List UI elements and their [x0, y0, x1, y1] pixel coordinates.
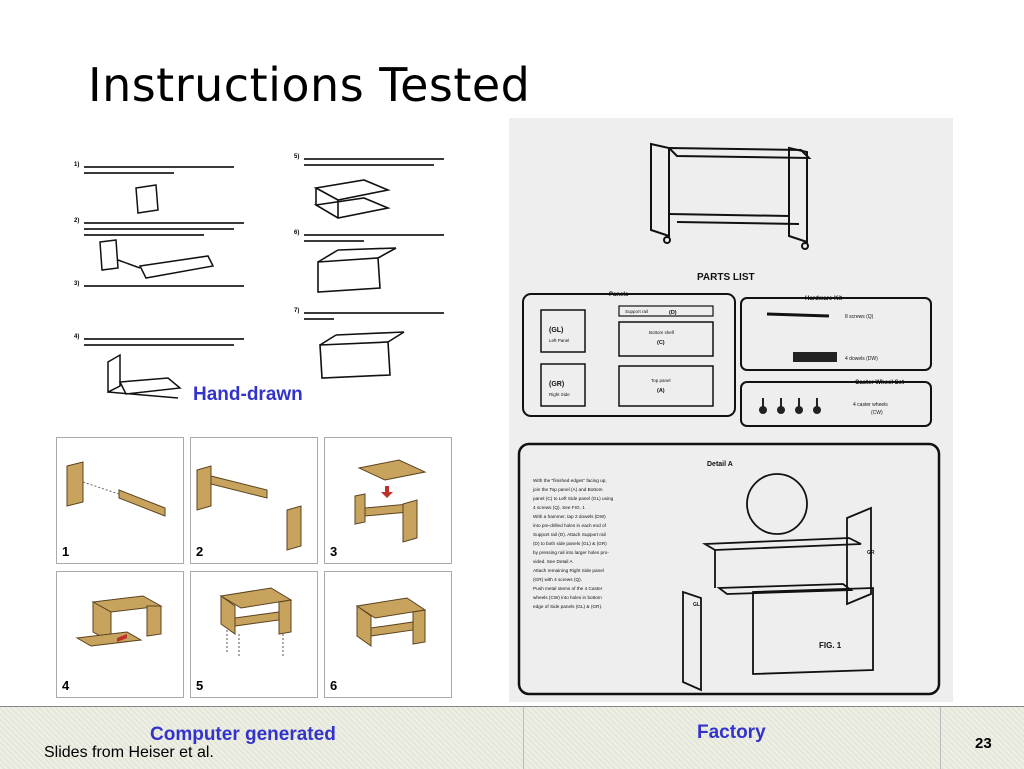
hand-drawn-sketches-left: [99, 184, 215, 399]
cg-step-cell: 6: [324, 571, 452, 698]
hand-step-number: 2): [74, 218, 80, 224]
hand-step-number: 3): [74, 281, 80, 287]
slide-credit: Slides from Heiser et al.: [44, 744, 214, 761]
cg-step-cell: 3: [324, 437, 452, 564]
svg-text:GR: GR: [867, 550, 875, 556]
computer-generated-instructions: 1 2 3 4 5 6: [56, 437, 452, 701]
slide-title: Instructions Tested: [88, 58, 531, 112]
cg-step-number: 5: [196, 678, 204, 693]
svg-text:(GR) with 4 screws (Q).: (GR) with 4 screws (Q).: [533, 577, 582, 582]
svg-text:With a hammer, tap 2 dowels (D: With a hammer, tap 2 dowels (DW): [533, 514, 606, 519]
hand-drawn-instructions: 1) 2) 3) 4): [68, 150, 456, 410]
hardware-kit-label: Hardware Kit: [805, 296, 842, 302]
fig-label: FIG. 1: [819, 641, 842, 650]
bottom-shelf-code: (C): [657, 340, 665, 346]
svg-text:panel (C) to Left Side panel (: panel (C) to Left Side panel (GL) using: [533, 496, 614, 501]
hand-drawn-column-left: 1) 2) 3) 4): [68, 150, 253, 410]
factory-caption: Factory: [697, 722, 766, 743]
factory-manual-page: PARTS LIST Panels (GL) Left Panel (GR) R…: [517, 142, 941, 696]
panels-label: Panels: [609, 292, 629, 298]
dowels-label: 4 dowels (DW): [845, 356, 878, 362]
cg-step-cell: 1: [56, 437, 184, 564]
top-panel-label: Top panel: [651, 378, 671, 383]
svg-text:wheels (CW) into holes in bott: wheels (CW) into holes in bottom: [533, 595, 602, 600]
hand-drawn-sketches-right: [313, 179, 405, 379]
hand-step-number: 5): [294, 154, 300, 160]
screws-label: 8 screws (Q): [845, 314, 874, 320]
svg-text:edge of Side panels (GL) & (GR: edge of Side panels (GL) & (GR).: [533, 604, 602, 609]
factory-instruction-text: With the "finished edges" facing up, joi…: [532, 478, 614, 609]
parts-list-heading: PARTS LIST: [697, 272, 755, 283]
cg-step-number: 2: [196, 544, 204, 559]
casters-label: 4 caster wheels: [853, 402, 888, 408]
svg-text:join the Top panel (A) and Bot: join the Top panel (A) and Bottom: [532, 487, 603, 492]
cg-step-cell: 2: [190, 437, 318, 564]
hand-drawn-caption: Hand-drawn: [193, 384, 303, 405]
left-panel-label: Left Panel: [549, 338, 569, 343]
cg-step-number: 4: [62, 678, 70, 693]
computer-generated-caption: Computer generated: [150, 724, 336, 745]
hand-step-number: 6): [294, 230, 300, 236]
hand-step-number: 4): [74, 334, 80, 340]
slide-footer: [0, 706, 1024, 769]
casters-code: (CW): [871, 410, 883, 416]
factory-instructions: PARTS LIST Panels (GL) Left Panel (GR) R…: [509, 118, 953, 702]
support-rail-code: (D): [669, 310, 677, 316]
svg-text:Push metal stems of the 4 Cast: Push metal stems of the 4 Caster: [533, 586, 603, 591]
hand-drawn-column-right: 5) 6): [268, 150, 453, 410]
svg-text:Support rail (D). Attach Suppo: Support rail (D). Attach Support rail: [533, 532, 606, 537]
cg-step-cell: 4: [56, 571, 184, 698]
left-panel-code: (GL): [549, 327, 563, 334]
svg-text:vided. See Detail A: vided. See Detail A: [533, 559, 573, 564]
cg-step-number: 1: [62, 544, 70, 559]
detail-label: Detail A: [707, 461, 733, 468]
svg-text:by pressing rail into larger h: by pressing rail into larger holes pro-: [533, 550, 609, 555]
svg-text:into pre-drilled holes in each: into pre-drilled holes in each end of: [533, 523, 607, 528]
right-panel-code: (GR): [549, 381, 564, 388]
top-panel-code: (A): [657, 388, 665, 394]
svg-text:4 screws (Q). See FIG. 1: 4 screws (Q). See FIG. 1: [533, 505, 585, 510]
cg-step-number: 6: [330, 678, 338, 693]
page-number: 23: [975, 735, 992, 752]
hand-step-number: 1): [74, 162, 80, 168]
cg-step-cell: 5: [190, 571, 318, 698]
svg-text:GL: GL: [693, 602, 700, 608]
caster-set-label: Caster Wheel Set: [855, 380, 904, 386]
svg-text:Attach remaining Right Side pa: Attach remaining Right Side panel: [533, 568, 604, 573]
bottom-shelf-label: Bottom shelf: [649, 330, 675, 335]
svg-text:With the "finished edges" faci: With the "finished edges" facing up,: [533, 478, 607, 483]
svg-text:(D) to both side panels (GL) &: (D) to both side panels (GL) & (GR): [533, 541, 607, 546]
cg-step-number: 3: [330, 544, 338, 559]
hand-step-number: 7): [294, 308, 300, 314]
support-rail-label: Support rail: [625, 309, 648, 314]
right-panel-label: Right Side: [549, 392, 570, 397]
